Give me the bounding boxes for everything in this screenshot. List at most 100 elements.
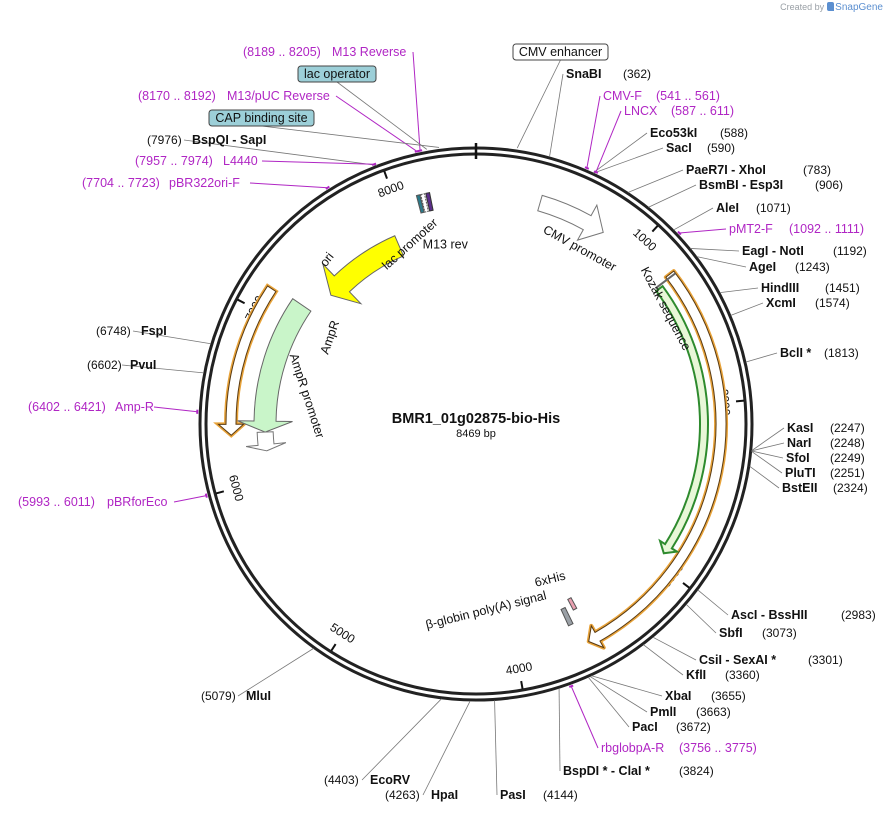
tick-label-6000: 6000 <box>226 473 246 503</box>
leader-hpai <box>422 700 471 796</box>
enzyme-pos-xbai: (3655) <box>711 689 746 703</box>
leader-paci <box>587 676 630 728</box>
primer-range-pmt2-f: (1092 .. 1111) <box>789 222 864 236</box>
enzyme-pos-pasi: (4144) <box>543 788 578 802</box>
enzyme-agei: AgeI <box>749 260 776 274</box>
enzyme-csii-sexai: CsiI - SexAI * <box>699 653 776 667</box>
tick-1000 <box>651 225 659 233</box>
leader-xbai <box>591 675 663 697</box>
leader-kasi <box>751 427 785 451</box>
enzyme-hpai: HpaI <box>431 788 458 802</box>
box-lac-operator <box>297 65 377 83</box>
primer-pmt2-f: pMT2-F <box>729 222 773 236</box>
primer-lncx: LNCX <box>624 104 658 118</box>
enzyme-asci-bsshii: AscI - BssHII <box>731 608 807 622</box>
enzyme-bsteii: BstEII <box>782 481 817 495</box>
leader-eagi-noti <box>690 248 740 252</box>
enzyme-hindiii: HindIII <box>761 281 799 295</box>
cds-arrow <box>654 284 709 555</box>
enzyme-pos-bcli: (1813) <box>824 346 859 360</box>
enzyme-fspi: FspI <box>141 324 167 338</box>
enzyme-xbai: XbaI <box>665 689 691 703</box>
cap-block <box>420 193 429 213</box>
enzyme-pos-bsteii: (2324) <box>833 481 868 495</box>
leader-xcmi <box>730 302 764 316</box>
primer-pbr322ori-f: pBR322ori-F <box>169 176 240 190</box>
primer-mark-rbglobpa-r <box>568 684 574 688</box>
6xhis-block <box>567 597 578 611</box>
leader-pbrforeco <box>173 495 207 503</box>
primer-range-m13-reverse: (8189 .. 8205) <box>243 45 321 59</box>
enzyme-bspqi-sapi: BspQI - SapI <box>192 133 266 147</box>
enzyme-pos-pmli: (3663) <box>696 705 731 719</box>
enzyme-paci: PacI <box>632 720 658 734</box>
kozak-mark <box>654 272 677 290</box>
leader-bcli <box>745 352 778 363</box>
ori-arrow <box>321 235 405 305</box>
primer-mark-m13-reverse <box>417 149 423 153</box>
leader-ecorv <box>361 698 442 781</box>
enzyme-kfli: KflI <box>686 668 706 682</box>
enzyme-pos-sbfi: (3073) <box>762 626 797 640</box>
primer-cmv-f: CMV-F <box>603 89 642 103</box>
enzyme-bcli: BclI * <box>780 346 811 360</box>
primer-mark-pmt2-f <box>677 230 682 236</box>
cut-sites: SnaBI(362)Eco53kI(588)SacI(590)PaeR7I - … <box>18 43 876 802</box>
polya-block <box>560 606 574 627</box>
tick-6000 <box>215 490 225 495</box>
tick-8000 <box>383 170 388 179</box>
primer-amp-r: Amp-R <box>115 400 154 414</box>
bglobin-label: β-globin poly(A) signal <box>424 588 548 632</box>
box-cap-binding-site <box>208 109 315 127</box>
leader-rbglobpa-r <box>570 686 599 749</box>
primer-range-rbglobpa-r: (3756 .. 3775) <box>679 741 757 755</box>
6xhis-label: 6xHis <box>533 569 567 590</box>
ampr-promoter-label: AmpR promoter <box>287 352 328 440</box>
enzyme-paer7i-xhoi: PaeR7I - XhoI <box>686 163 766 177</box>
leader-amp-r <box>153 406 198 413</box>
backbone <box>198 143 754 702</box>
enzyme-pos-kasi: (2247) <box>830 421 865 435</box>
ampr-arrow <box>237 298 312 433</box>
enzyme-pos-paer7i-xhoi: (783) <box>803 163 831 177</box>
enzyme-pmli: PmlI <box>650 705 676 719</box>
leader-paer7i-xhoi <box>627 169 684 193</box>
primer-mark-cmv-f <box>584 166 590 170</box>
primer-pbrforeco: pBRforEco <box>107 495 167 509</box>
primer-range-cmv-f: (541 .. 561) <box>656 89 720 103</box>
enzyme-pos-sfoi: (2249) <box>830 451 865 465</box>
enzyme-pos-agei: (1243) <box>795 260 830 274</box>
leader-kfli <box>643 644 684 676</box>
tick-label-8000: 8000 <box>376 178 406 200</box>
enzyme-pos-paci: (3672) <box>676 720 711 734</box>
box-cmv-enhancer <box>512 43 609 61</box>
leader-pvui <box>121 364 204 374</box>
enzyme-bspdi-clai: BspDI * - ClaI * <box>563 764 650 778</box>
leader-saci <box>593 147 664 174</box>
enzyme-saci: SacI <box>666 141 692 155</box>
enzyme-pos-mlui: (5079) <box>201 689 236 703</box>
leader-bsmbi-esp3i <box>648 184 697 208</box>
enzyme-kasi: KasI <box>787 421 813 435</box>
enzyme-pos-alei: (1071) <box>756 201 791 215</box>
enzyme-pos-eco53ki: (588) <box>720 126 748 140</box>
leader-pmli <box>589 676 648 713</box>
primer-mark-lncx <box>593 170 599 174</box>
primer-range-l4440: (7957 .. 7974) <box>135 154 213 168</box>
enzyme-pos-csii-sexai: (3301) <box>808 653 843 667</box>
enzyme-eco53ki: Eco53kI <box>650 126 697 140</box>
lac-promoter-block <box>415 194 425 214</box>
cmv-promoter-label: CMV promoter <box>541 223 619 275</box>
primer-mark-pbrforeco <box>204 493 208 498</box>
leader-m13-reverse <box>412 51 421 151</box>
enzyme-pos-pvui: (6602) <box>87 358 122 372</box>
leader-bsteii <box>749 466 780 489</box>
primer-l4440: L4440 <box>223 154 258 168</box>
enzyme-pvui: PvuI <box>130 358 156 372</box>
enzyme-pos-hindiii: (1451) <box>825 281 860 295</box>
primer-range-pbrforeco: (5993 .. 6011) <box>18 495 95 509</box>
enzyme-pos-bspqi-sapi: (7976) <box>147 133 182 147</box>
primer-rbglobpa-r: rbglobpA-R <box>601 741 664 755</box>
plasmid-name: BMR1_01g02875-bio-His <box>392 411 560 427</box>
